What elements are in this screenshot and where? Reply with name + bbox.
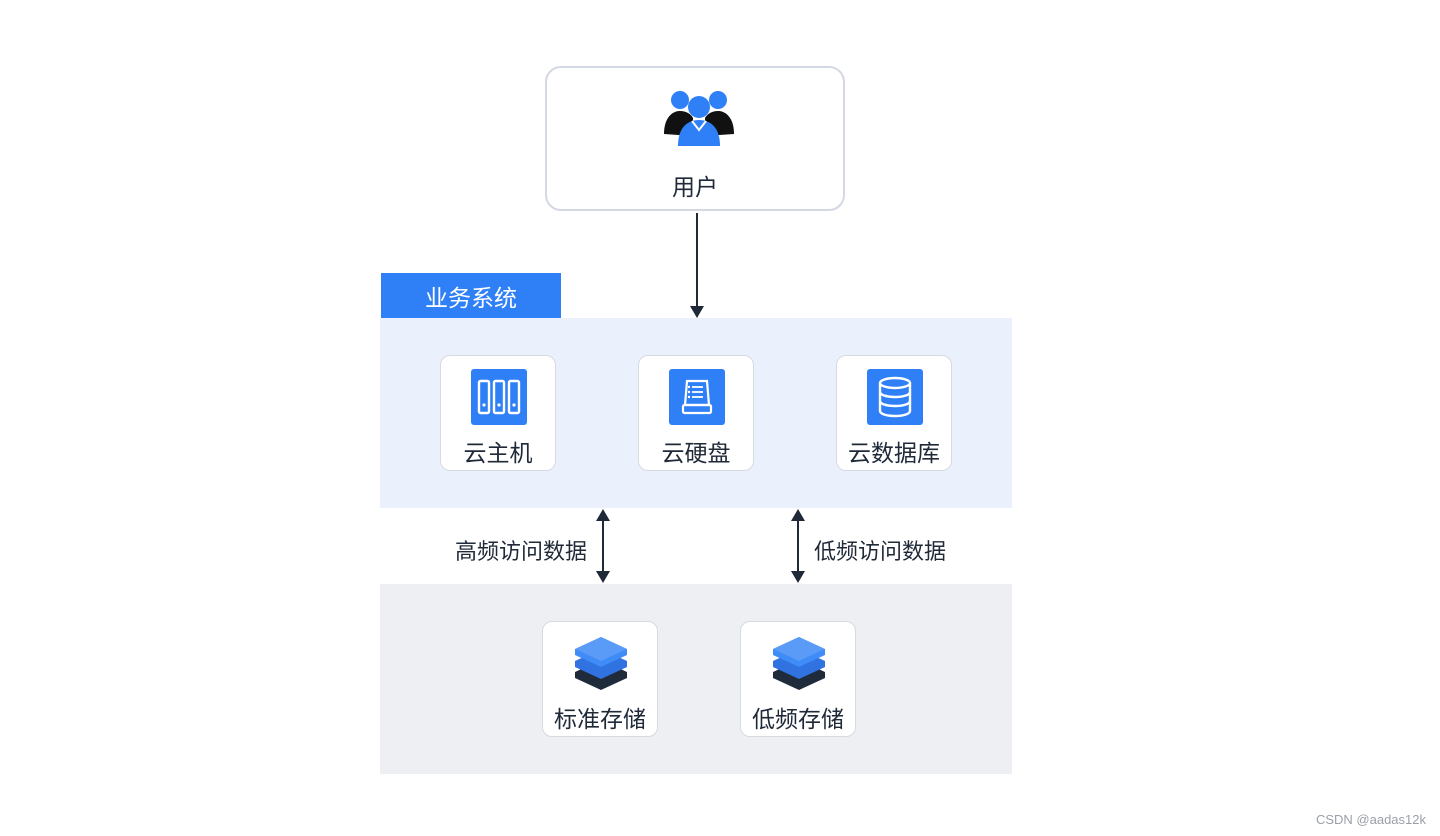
disk-icon	[669, 369, 725, 425]
high-flow-arrowhead-down	[596, 571, 610, 583]
user-group-icon	[664, 91, 734, 146]
business-system-title: 业务系统	[381, 273, 561, 318]
cloud-host-card: 云主机	[440, 355, 556, 471]
cloud-database-card: 云数据库	[836, 355, 952, 471]
cloud-disk-label: 云硬盘	[661, 441, 731, 467]
low-flow-arrowhead-up	[791, 509, 805, 521]
low-flow-arrowhead-down	[791, 571, 805, 583]
low-frequency-storage-card: 低频存储	[740, 621, 856, 737]
high-frequency-label: 高频访问数据	[455, 540, 588, 565]
low-frequency-label: 低频访问数据	[814, 540, 947, 565]
cloud-disk-card: 云硬盘	[638, 355, 754, 471]
user-to-system-connector	[696, 213, 698, 307]
layers-icon	[773, 637, 825, 690]
user-node: 用户	[545, 66, 845, 211]
cloud-host-label: 云主机	[463, 441, 533, 467]
low-frequency-storage-label: 低频存储	[752, 707, 844, 733]
low-flow-connector	[797, 520, 799, 572]
layers-icon	[575, 637, 627, 690]
server-icon	[471, 369, 527, 425]
user-to-system-arrowhead	[690, 306, 704, 318]
database-icon	[867, 369, 923, 425]
high-flow-connector	[602, 520, 604, 572]
standard-storage-label: 标准存储	[554, 707, 646, 733]
user-label: 用户	[672, 175, 718, 201]
cloud-database-label: 云数据库	[848, 441, 940, 467]
watermark: CSDN @aadas12k	[1315, 812, 1426, 827]
high-flow-arrowhead-up	[596, 509, 610, 521]
standard-storage-card: 标准存储	[542, 621, 658, 737]
storage-panel	[380, 584, 1012, 774]
